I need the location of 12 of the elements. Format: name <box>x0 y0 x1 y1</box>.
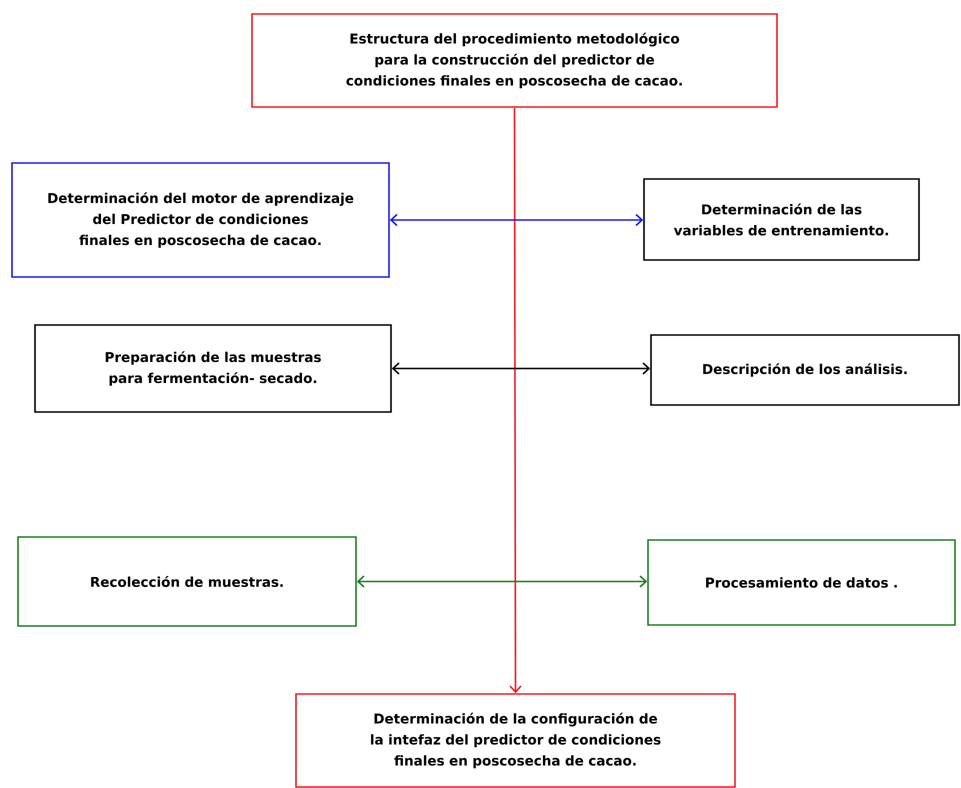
arrow <box>392 362 650 375</box>
process-box: Determinación del motor de aprendizaje del Predictor de condiciones finales en poscosecha de cacao. <box>11 162 390 278</box>
arrow <box>356 575 648 588</box>
process-box: Procesamiento de datos . <box>647 539 956 626</box>
arrow <box>509 108 522 694</box>
process-box: Descripción de los análisis. <box>650 334 960 406</box>
process-box: Determinación de la configuración de la intefaz del predictor de condiciones finales en poscosecha de cacao. <box>295 693 736 788</box>
process-box: Recolección de muestras. <box>17 536 357 627</box>
process-box: Estructura del procedimiento metodológico para la construcción del predictor de condiciones finales en poscosecha de cacao. <box>251 13 778 108</box>
process-box: Determinación de las variables de entrenamiento. <box>643 178 920 261</box>
arrow <box>390 214 644 226</box>
process-box: Preparación de las muestras para fermentación- secado. <box>34 324 392 413</box>
